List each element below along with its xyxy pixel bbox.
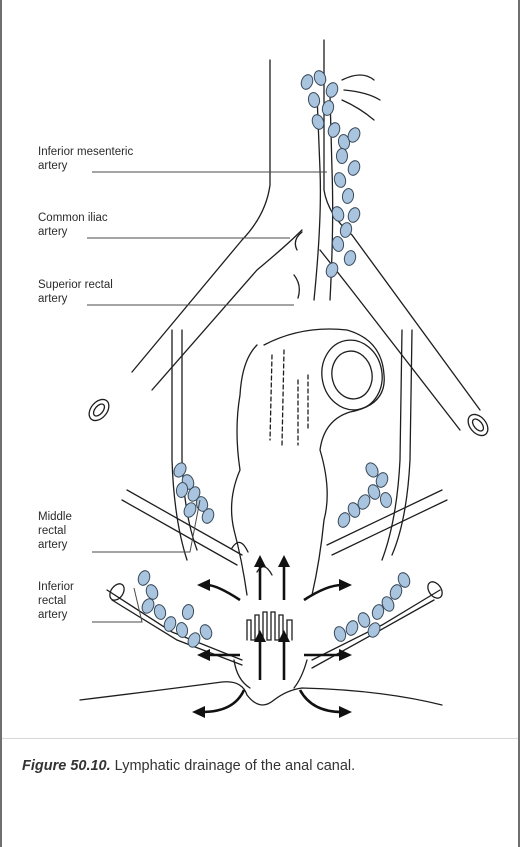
mesenteric-branches [342, 75, 380, 120]
arrowheads [192, 555, 352, 718]
lymph-node [312, 69, 327, 87]
left-iliac-cut-end [85, 396, 113, 425]
lymph-node [153, 603, 168, 620]
perineum-skin [80, 682, 442, 705]
leader-inferior-rectal [92, 588, 142, 622]
lymph-node [333, 625, 348, 642]
label-middle-rectal-artery: Middle rectal artery [38, 510, 72, 552]
rectum-right-wall [264, 329, 384, 595]
anal-canal-lymphatic-diagram [2, 0, 518, 736]
lymph-node [321, 99, 336, 116]
lymph-node [346, 206, 361, 224]
lymph-node [307, 92, 320, 109]
right-iliac-cut-end [464, 411, 492, 440]
lymph-node [324, 261, 339, 279]
lymph-node [337, 149, 348, 164]
drainage-arrows [202, 565, 342, 712]
aorta-left-wall [132, 60, 270, 372]
right-common-iliac-inner [320, 250, 460, 430]
caption-text: Lymphatic drainage of the anal canal. [111, 758, 356, 774]
label-superior-rectal-artery: Superior rectal artery [38, 278, 113, 306]
lymph-node [175, 622, 188, 639]
lymph-node [136, 569, 151, 587]
figure-caption: Figure 50.10. Lymphatic drainage of the … [22, 758, 355, 774]
lymph-node [181, 604, 194, 621]
label-inferior-rectal-artery: Inferior rectal artery [38, 580, 74, 622]
lymph-node [299, 73, 314, 91]
lymph-node [324, 81, 339, 99]
leader-middle-rectal [92, 500, 200, 552]
label-inferior-mesenteric-artery: Inferior mesenteric artery [38, 145, 133, 173]
left-common-iliac-inner [152, 230, 302, 390]
lymph-node [182, 501, 198, 519]
superior-rectal-branch [294, 232, 302, 298]
lymph-node [331, 236, 344, 253]
sigmoid-cut-end [316, 335, 387, 414]
lymph-node [346, 159, 361, 177]
lymph-node [333, 171, 348, 188]
figure-number: Figure 50.10. [22, 758, 111, 774]
label-common-iliac-artery: Common iliac artery [38, 211, 108, 239]
lymph-node-group [136, 69, 411, 649]
lymph-node [343, 249, 358, 266]
lymph-node [186, 631, 202, 649]
figure-illustration: Inferior mesenteric artery Common iliac … [2, 0, 518, 736]
caption-divider [2, 738, 518, 739]
right-internal-iliac [382, 330, 402, 560]
lymph-node [144, 583, 159, 601]
lymph-node [198, 623, 213, 641]
lymph-node [344, 619, 359, 637]
lymph-node [341, 188, 354, 205]
rectum-left-wall [232, 345, 257, 595]
lymph-node [379, 492, 392, 509]
left-middle-rectal-vessel [122, 490, 242, 565]
